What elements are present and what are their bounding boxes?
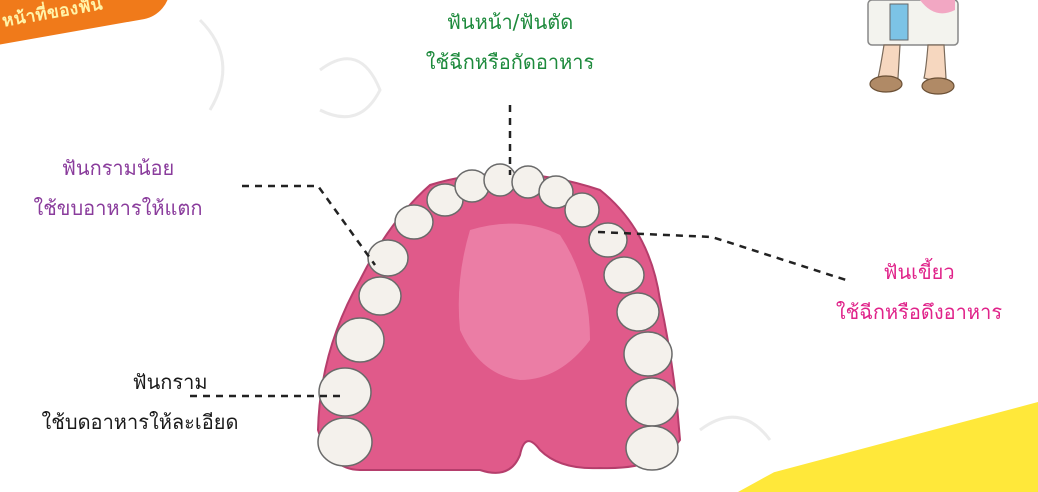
character-figure-illustration	[868, 0, 958, 94]
premolar-label: ฟันกรามน้อย ใช้ขบอาหารให้แตก	[0, 148, 236, 228]
molar-function: ใช้บดอาหารให้ละเอียด	[0, 402, 280, 442]
dental-arch-illustration	[318, 164, 680, 473]
canine-name: ฟันเขี้ยว	[800, 252, 1038, 292]
premolar-function: ใช้ขบอาหารให้แตก	[0, 188, 236, 228]
incisor-name: ฟันหน้า/ฟันตัด	[380, 2, 640, 42]
premolar-leader-line	[242, 186, 375, 265]
incisor-label: ฟันหน้า/ฟันตัด ใช้ฉีกหรือกัดอาหาร	[380, 2, 640, 82]
incisor-function: ใช้ฉีกหรือกัดอาหาร	[380, 42, 640, 82]
canine-label: ฟันเขี้ยว ใช้ฉีกหรือดึงอาหาร	[800, 252, 1038, 332]
molar-name: ฟันกราม	[0, 362, 280, 402]
premolar-name: ฟันกรามน้อย	[0, 148, 236, 188]
molar-label: ฟันกราม ใช้บดอาหารให้ละเอียด	[0, 362, 280, 442]
canine-function: ใช้ฉีกหรือดึงอาหาร	[800, 292, 1038, 332]
